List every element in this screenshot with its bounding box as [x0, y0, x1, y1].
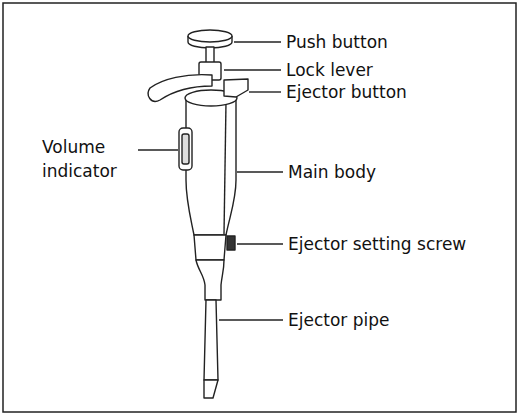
frame — [3, 3, 516, 412]
leader-line — [234, 41, 281, 42]
main-body — [186, 100, 236, 235]
leader-line — [224, 69, 281, 70]
leader-line — [138, 149, 178, 150]
leader-line — [237, 171, 283, 172]
finger-hook — [148, 75, 212, 102]
leader-line — [237, 243, 283, 244]
body-edge — [224, 102, 226, 234]
part-label: Volume indicator — [42, 135, 137, 183]
lower-neck — [194, 235, 226, 260]
push-button-top — [188, 30, 232, 42]
part-label: Lock lever — [286, 59, 506, 81]
shoulder — [196, 260, 224, 300]
leader-line — [219, 319, 283, 320]
leader-line — [249, 91, 281, 92]
part-label: Ejector button — [286, 81, 506, 103]
volume-digits — [182, 134, 189, 164]
volume-window — [179, 128, 192, 170]
ejector-pipe — [204, 300, 218, 380]
part-label: Ejector pipe — [288, 309, 508, 331]
ejector-screw — [227, 236, 235, 250]
part-label: Ejector setting screw — [288, 233, 513, 255]
tip-cone — [204, 380, 218, 398]
part-label: Main body — [288, 161, 508, 183]
ejector-button — [224, 79, 248, 97]
part-label: Push button — [286, 31, 506, 53]
